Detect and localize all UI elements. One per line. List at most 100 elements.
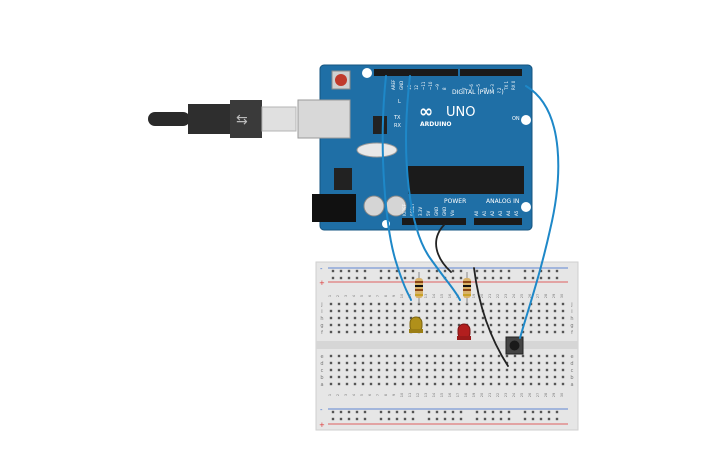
rail-hole[interactable] (331, 269, 335, 273)
breadboard-hole[interactable] (345, 361, 349, 365)
breadboard-hole[interactable] (353, 302, 357, 306)
breadboard-hole[interactable] (369, 302, 373, 306)
breadboard-hole[interactable] (553, 316, 557, 320)
breadboard-hole[interactable] (449, 382, 453, 386)
breadboard-hole[interactable] (441, 382, 445, 386)
rail-hole[interactable] (451, 410, 455, 414)
breadboard-hole[interactable] (457, 302, 461, 306)
breadboard-hole[interactable] (481, 302, 485, 306)
breadboard-hole[interactable] (561, 382, 565, 386)
breadboard-hole[interactable] (561, 330, 565, 334)
breadboard-hole[interactable] (537, 302, 541, 306)
breadboard-hole[interactable] (513, 375, 517, 379)
breadboard-hole[interactable] (537, 361, 541, 365)
breadboard-hole[interactable] (545, 375, 549, 379)
breadboard-hole[interactable] (377, 309, 381, 313)
breadboard-hole[interactable] (361, 330, 365, 334)
breadboard-hole[interactable] (385, 361, 389, 365)
breadboard-hole[interactable] (465, 316, 469, 320)
breadboard-hole[interactable] (369, 354, 373, 358)
breadboard-hole[interactable] (497, 302, 501, 306)
breadboard-hole[interactable] (433, 302, 437, 306)
resistor-2[interactable] (463, 272, 471, 304)
breadboard-hole[interactable] (433, 330, 437, 334)
breadboard-hole[interactable] (513, 316, 517, 320)
breadboard-hole[interactable] (553, 368, 557, 372)
breadboard-hole[interactable] (401, 361, 405, 365)
breadboard-hole[interactable] (345, 323, 349, 327)
breadboard-hole[interactable] (505, 375, 509, 379)
breadboard-hole[interactable] (521, 330, 525, 334)
breadboard-hole[interactable] (473, 323, 477, 327)
breadboard-hole[interactable] (553, 375, 557, 379)
breadboard-hole[interactable] (377, 354, 381, 358)
breadboard-hole[interactable] (433, 309, 437, 313)
wire-pin13-to-led-yellow[interactable] (381, 75, 412, 301)
breadboard[interactable]: + - + - 11223344556677889910101111121213… (315, 261, 579, 431)
breadboard-hole[interactable] (433, 323, 437, 327)
breadboard-hole[interactable] (553, 330, 557, 334)
breadboard-hole[interactable] (561, 316, 565, 320)
breadboard-hole[interactable] (393, 368, 397, 372)
breadboard-hole[interactable] (529, 323, 533, 327)
breadboard-hole[interactable] (329, 354, 333, 358)
breadboard-hole[interactable] (409, 309, 413, 313)
breadboard-hole[interactable] (337, 354, 341, 358)
breadboard-hole[interactable] (545, 354, 549, 358)
breadboard-hole[interactable] (401, 302, 405, 306)
breadboard-hole[interactable] (457, 361, 461, 365)
breadboard-hole[interactable] (353, 330, 357, 334)
rail-hole[interactable] (395, 417, 399, 421)
rail-hole[interactable] (347, 276, 351, 280)
breadboard-hole[interactable] (537, 316, 541, 320)
rail-hole[interactable] (355, 269, 359, 273)
breadboard-hole[interactable] (561, 309, 565, 313)
breadboard-hole[interactable] (361, 382, 365, 386)
breadboard-hole[interactable] (441, 309, 445, 313)
breadboard-hole[interactable] (465, 375, 469, 379)
rail-hole[interactable] (523, 269, 527, 273)
breadboard-hole[interactable] (457, 354, 461, 358)
breadboard-hole[interactable] (417, 368, 421, 372)
breadboard-hole[interactable] (377, 382, 381, 386)
breadboard-hole[interactable] (353, 361, 357, 365)
breadboard-hole[interactable] (337, 323, 341, 327)
rail-hole[interactable] (499, 410, 503, 414)
breadboard-hole[interactable] (433, 361, 437, 365)
rail-hole[interactable] (483, 417, 487, 421)
rail-hole[interactable] (339, 276, 343, 280)
rail-hole[interactable] (339, 269, 343, 273)
breadboard-hole[interactable] (505, 302, 509, 306)
rail-hole[interactable] (347, 417, 351, 421)
breadboard-hole[interactable] (449, 323, 453, 327)
breadboard-hole[interactable] (489, 382, 493, 386)
breadboard-hole[interactable] (409, 316, 413, 320)
breadboard-hole[interactable] (489, 323, 493, 327)
breadboard-hole[interactable] (401, 368, 405, 372)
breadboard-hole[interactable] (329, 323, 333, 327)
breadboard-hole[interactable] (521, 316, 525, 320)
rail-hole[interactable] (459, 417, 463, 421)
rail-hole[interactable] (459, 269, 463, 273)
rail-hole[interactable] (435, 410, 439, 414)
breadboard-hole[interactable] (393, 309, 397, 313)
breadboard-hole[interactable] (529, 330, 533, 334)
breadboard-hole[interactable] (545, 302, 549, 306)
rail-hole[interactable] (555, 276, 559, 280)
rail-hole[interactable] (499, 269, 503, 273)
rail-hole[interactable] (555, 417, 559, 421)
rail-hole[interactable] (499, 417, 503, 421)
breadboard-hole[interactable] (537, 368, 541, 372)
rail-hole[interactable] (411, 269, 415, 273)
breadboard-hole[interactable] (441, 361, 445, 365)
breadboard-hole[interactable] (425, 375, 429, 379)
breadboard-hole[interactable] (393, 330, 397, 334)
breadboard-hole[interactable] (537, 375, 541, 379)
rail-hole[interactable] (395, 276, 399, 280)
breadboard-hole[interactable] (401, 382, 405, 386)
breadboard-hole[interactable] (401, 309, 405, 313)
breadboard-hole[interactable] (337, 330, 341, 334)
breadboard-hole[interactable] (369, 330, 373, 334)
rail-hole[interactable] (523, 410, 527, 414)
breadboard-hole[interactable] (385, 316, 389, 320)
